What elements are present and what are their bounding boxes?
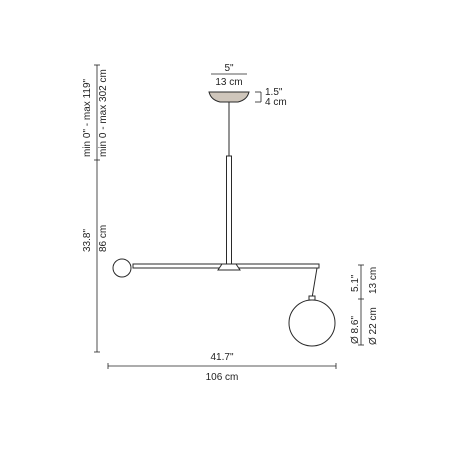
drop-in-label: 5.1" <box>350 274 361 292</box>
drop-cm-label: 13 cm <box>368 267 379 294</box>
suspension-stem <box>226 155 232 265</box>
total-width-in-label: 41.7" <box>210 352 233 363</box>
total-width-cm-label: 106 cm <box>206 372 239 383</box>
body-height-in-label: 33.8" <box>82 229 93 252</box>
globe-diameter-cm-label: Ø 22 cm <box>368 307 379 345</box>
globe-shade <box>288 299 336 347</box>
cable-range-in-label: min 0" - max 119" <box>82 78 93 157</box>
canopy-width-in-label: 5" <box>224 63 234 74</box>
canopy-height-cm-label: 4 cm <box>265 97 287 108</box>
canopy <box>208 91 250 103</box>
globe-hanger <box>311 267 318 299</box>
canopy-height-in-label: 1.5" <box>265 87 283 98</box>
globe-cap <box>308 295 316 301</box>
counterweight-ball <box>112 258 132 278</box>
canopy-width-cm-label: 13 cm <box>215 77 242 88</box>
arm-joint <box>217 263 241 271</box>
cable-range-cm-label: min 0 - max 302 cm <box>98 69 109 157</box>
globe-diameter-in-label: Ø 8.6" <box>350 316 361 344</box>
body-height-cm-label: 86 cm <box>98 225 109 252</box>
